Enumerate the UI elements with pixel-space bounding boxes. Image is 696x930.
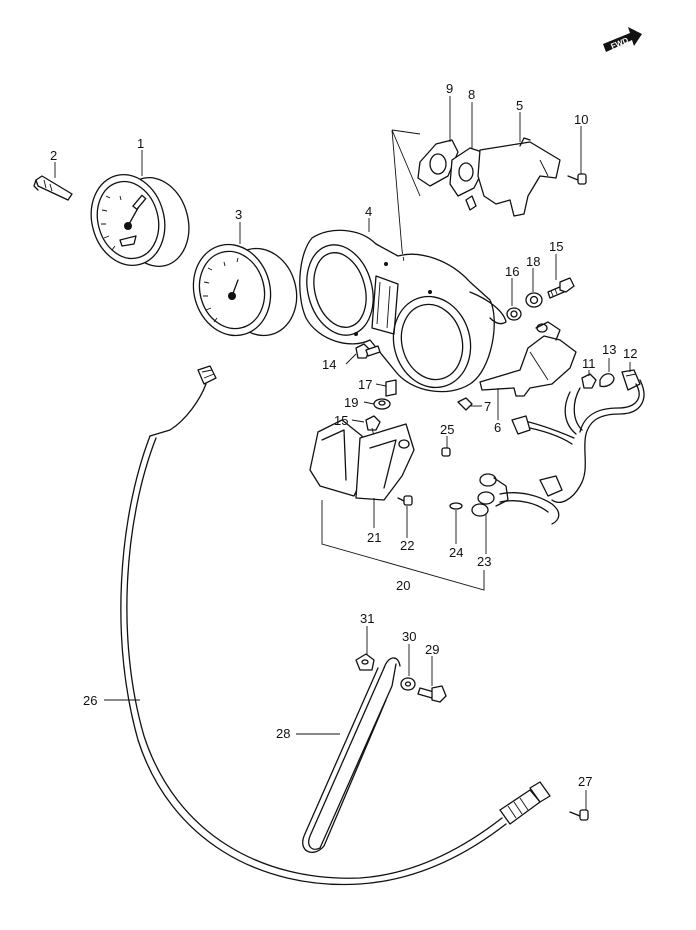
callouts: 1 2 3 4 5 6 7 8 9 10 11 12 13 14 15 15 1… xyxy=(50,81,637,789)
part-1-gauge xyxy=(90,173,190,267)
part-4-housing xyxy=(299,229,507,393)
part-23-sockets xyxy=(471,473,509,517)
part-16-collar xyxy=(506,307,522,321)
callout-17-18: 18 xyxy=(526,254,540,269)
callout-26: 26 xyxy=(83,693,97,708)
part-2-socket xyxy=(33,175,73,201)
callout-11: 11 xyxy=(582,356,596,371)
callout-10: 10 xyxy=(574,112,588,127)
part-12-socket xyxy=(621,369,641,391)
callout-5: 5 xyxy=(516,98,523,113)
part-29-bolt xyxy=(417,685,447,703)
callout-20: 20 xyxy=(396,578,410,593)
part-27-screw xyxy=(569,809,589,821)
part-21-housing xyxy=(309,419,415,501)
callout-3: 3 xyxy=(235,207,242,222)
part-11-nut xyxy=(581,373,597,389)
leader-lines xyxy=(54,96,631,810)
part-15-bolt-left xyxy=(365,415,381,437)
callout-7: 7 xyxy=(484,399,491,414)
callout-23: 23 xyxy=(477,554,491,569)
part-22-screw xyxy=(397,495,413,506)
part-17-cushion xyxy=(385,379,397,397)
callout-27: 27 xyxy=(578,774,592,789)
callout-31: 31 xyxy=(360,611,374,626)
callout-17: 17 xyxy=(358,377,372,392)
callout-2: 2 xyxy=(50,148,57,163)
callout-14: 14 xyxy=(322,357,336,372)
part-19-nut xyxy=(373,398,391,410)
callout-30: 30 xyxy=(402,629,416,644)
part-3-gauge xyxy=(192,243,298,337)
callout-19: 19 xyxy=(344,395,358,410)
part-24-gasket xyxy=(449,502,463,510)
part-25-screw xyxy=(441,447,451,457)
part-14-bolt xyxy=(355,343,381,359)
callout-16: 16 xyxy=(505,264,519,279)
part-18-grommet xyxy=(525,292,543,308)
wiring-harness xyxy=(499,379,645,525)
callout-21: 21 xyxy=(367,530,381,545)
assembly-20-bracket xyxy=(321,500,485,591)
callout-1: 1 xyxy=(137,136,144,151)
part-7-clip xyxy=(457,397,473,411)
callout-15-left: 15 xyxy=(334,413,348,428)
callout-22: 22 xyxy=(400,538,414,553)
callout-4: 4 xyxy=(365,204,372,219)
part-8-9-bracket xyxy=(417,139,485,197)
part-28-guide xyxy=(302,657,401,853)
part-6-bracket xyxy=(479,321,577,397)
fwd-label: FWD xyxy=(610,36,630,51)
part-31-nut xyxy=(355,653,375,671)
callout-6: 6 xyxy=(494,420,501,435)
callout-24: 24 xyxy=(449,545,463,560)
part-5-stay xyxy=(465,137,561,217)
part-13-bulb xyxy=(599,373,615,388)
callout-9: 9 xyxy=(446,81,453,96)
callout-25: 25 xyxy=(440,422,454,437)
part-30-washer xyxy=(400,677,416,691)
part-26-cable xyxy=(120,365,551,886)
fwd-arrow-icon: FWD xyxy=(603,27,642,52)
callout-15-right: 15 xyxy=(549,239,563,254)
callout-29: 29 xyxy=(425,642,439,657)
callout-12: 12 xyxy=(623,346,637,361)
callout-8: 8 xyxy=(468,87,475,102)
part-15-bolt-right xyxy=(547,277,575,299)
callout-28: 28 xyxy=(276,726,290,741)
part-10-screw xyxy=(567,173,587,185)
callout-13: 13 xyxy=(602,342,616,357)
